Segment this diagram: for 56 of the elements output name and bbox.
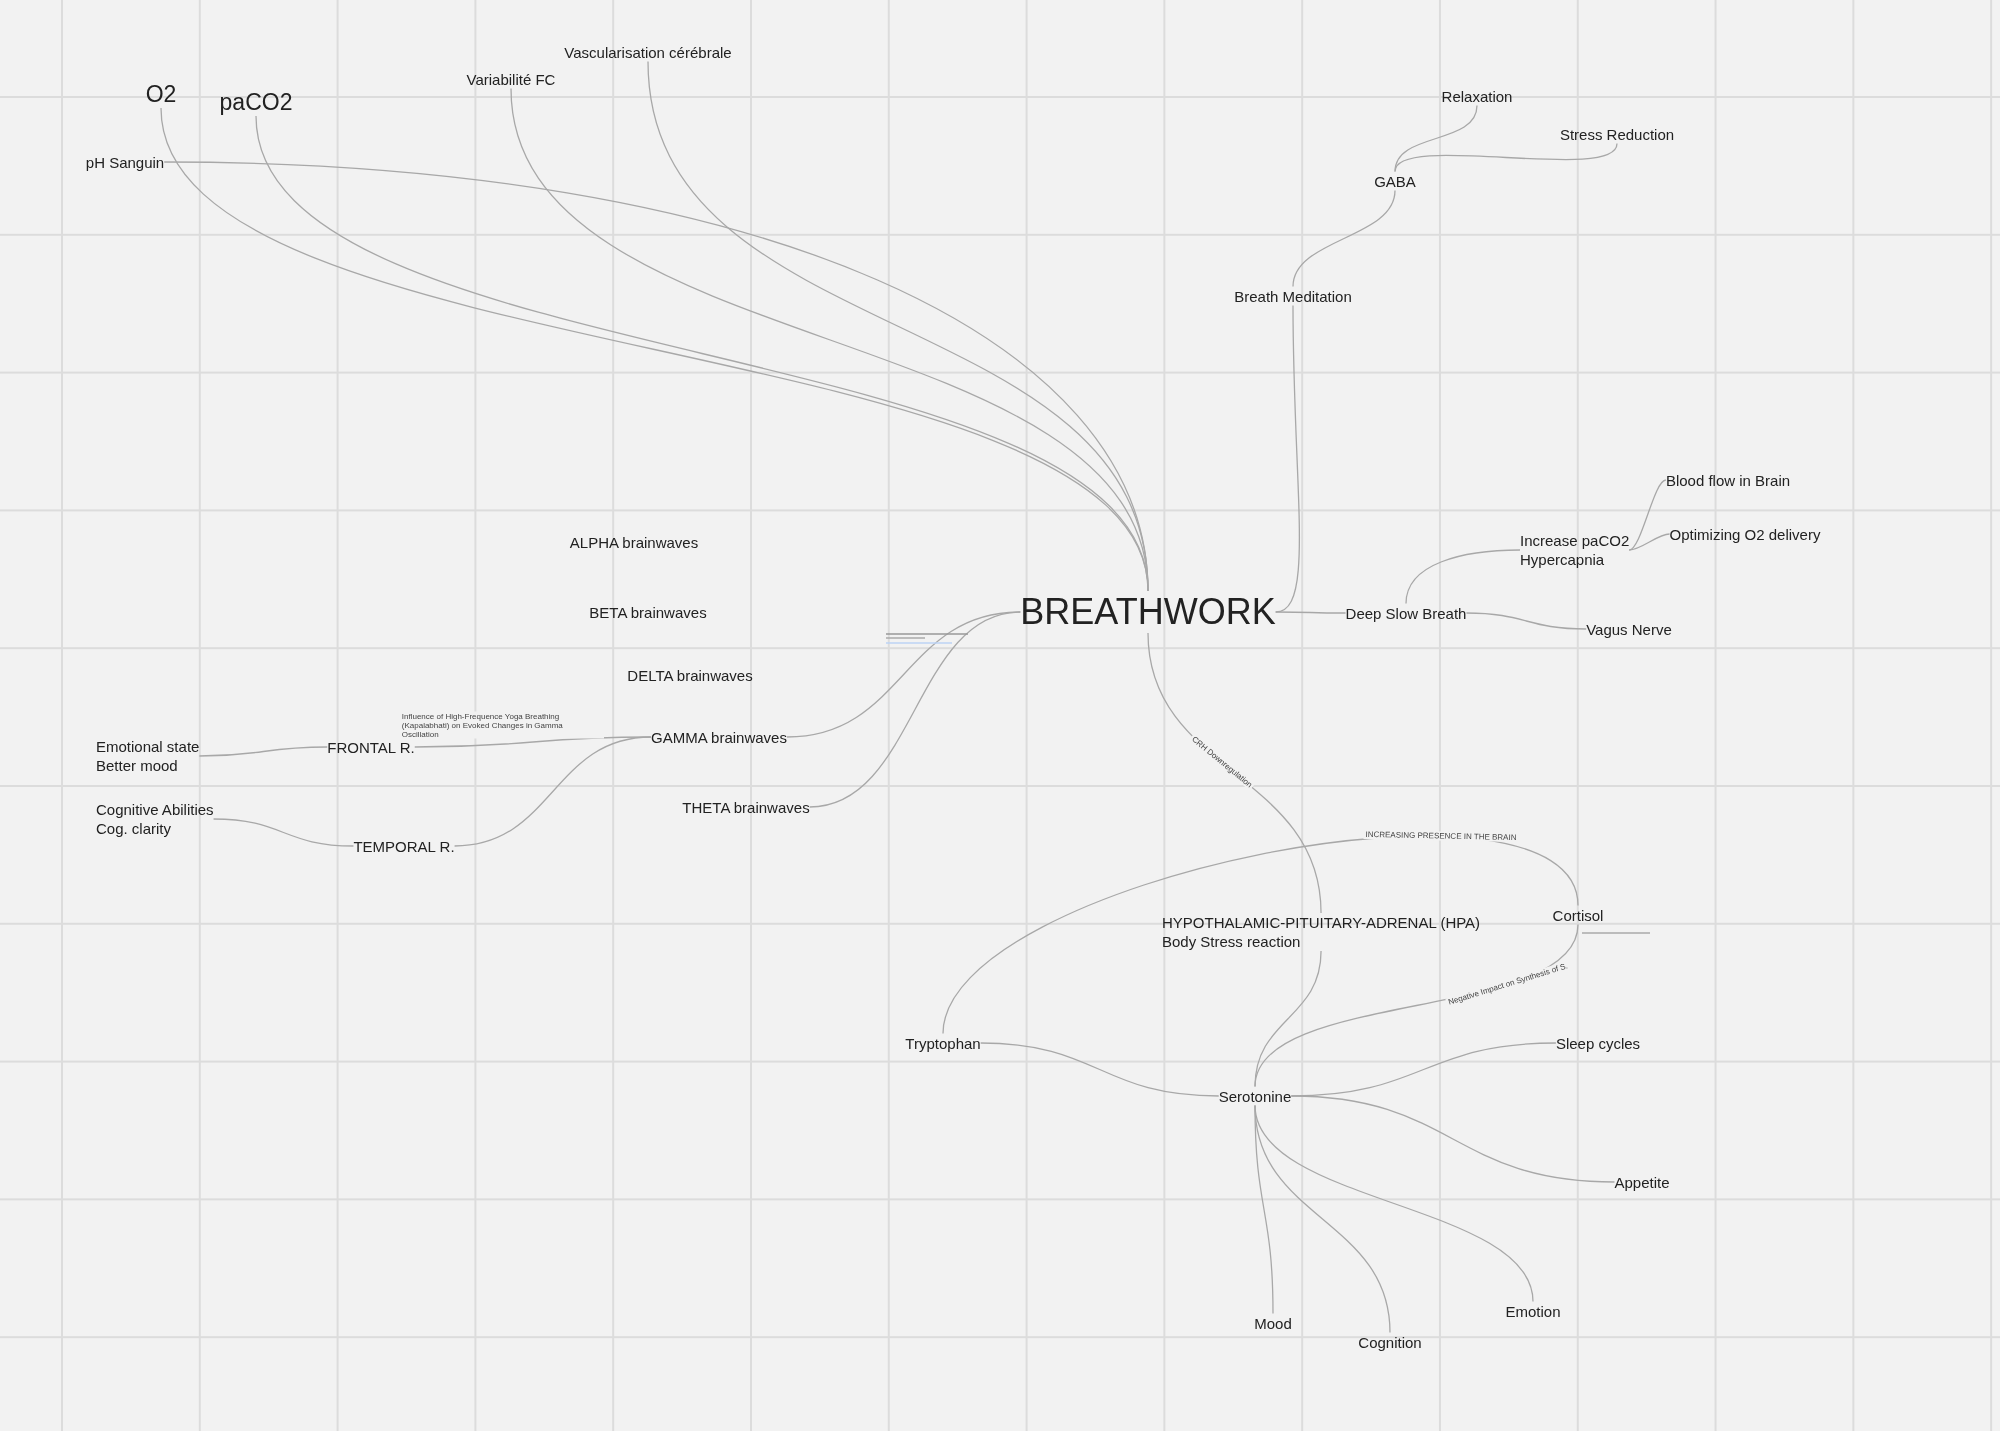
topic-text: GABA	[1374, 171, 1416, 191]
connector-line	[1292, 189, 1396, 288]
connector-line	[1405, 549, 1521, 605]
topic-text: Variabilité FC	[466, 69, 556, 89]
connector-line	[1465, 612, 1587, 630]
connector-line	[809, 611, 1021, 808]
topic-text: Serotonine	[1218, 1086, 1292, 1106]
connector-line	[453, 736, 652, 847]
topic-text: Breath Meditation	[1234, 286, 1352, 306]
topic-text: Cognitive Abilities	[96, 800, 214, 819]
topic-text: BETA brainwaves	[589, 602, 707, 622]
topic-text: FRONTAL R.	[327, 737, 415, 757]
topic-text: Increase paCO2	[1520, 531, 1630, 550]
topic-text: THETA brainwaves	[682, 797, 810, 817]
edge-label: INCREASING PRESENCE IN THE BRAIN	[1363, 830, 1519, 843]
topic-text: Sleep cycles	[1555, 1033, 1641, 1053]
edge-label: Influence of High-Frequence Yoga Breathing (Kapalabhati) on Evoked Changes in Gamma Oscillation	[399, 711, 604, 739]
topic-text: Relaxation	[1441, 86, 1513, 106]
topic-text: Vagus Nerve	[1586, 619, 1672, 639]
topic-text: Blood flow in Brain	[1665, 470, 1791, 490]
topic-text: O2	[145, 80, 177, 108]
connector-line	[1254, 1104, 1391, 1334]
topic-text: Stress Reduction	[1559, 124, 1675, 144]
connector-line	[1628, 533, 1671, 551]
topic-text: ALPHA brainwaves	[569, 532, 699, 552]
topic-text: Vascularisation cérébrale	[564, 42, 732, 62]
topic-text: paCO2	[219, 88, 293, 116]
connector-line	[1394, 104, 1478, 173]
connector-line	[1275, 611, 1347, 614]
topic-text: Mood	[1254, 1313, 1292, 1333]
connector-line	[980, 1042, 1220, 1097]
topic-text: Deep Slow Breath	[1345, 603, 1467, 623]
topic-text: Optimizing O2 delivery	[1669, 524, 1821, 544]
topic-text: Cognition	[1358, 1332, 1422, 1352]
topic-text: Body Stress reaction	[1162, 932, 1302, 951]
topic-text: Tryptophan	[905, 1033, 981, 1053]
connector-line	[1290, 1095, 1616, 1183]
connector-line	[647, 60, 1149, 592]
topic-text: Cog. clarity	[96, 819, 173, 838]
topic-text: pH Sanguin	[85, 152, 165, 172]
connector-line	[198, 746, 328, 757]
topic-text: Emotional state	[96, 737, 200, 756]
central-topic: BREATHWORK	[1020, 591, 1276, 633]
connector-line	[1628, 479, 1667, 551]
connector-line	[1394, 142, 1618, 173]
connector-line	[1254, 950, 1322, 1088]
topic-text: GAMMA brainwaves	[651, 727, 787, 747]
topic-text: Emotion	[1505, 1301, 1561, 1321]
topic-text: Hypercapnia	[1520, 550, 1606, 569]
topic-text: Better mood	[96, 756, 179, 775]
topic-text: HYPOTHALAMIC-PITUITARY-ADRENAL (HPA)	[1162, 913, 1481, 932]
topic-text: DELTA brainwaves	[627, 665, 753, 685]
topic-text: TEMPORAL R.	[353, 836, 455, 856]
topic-text: Appetite	[1614, 1172, 1670, 1192]
topic-text: Cortisol	[1552, 905, 1604, 925]
connector-line	[212, 818, 355, 847]
